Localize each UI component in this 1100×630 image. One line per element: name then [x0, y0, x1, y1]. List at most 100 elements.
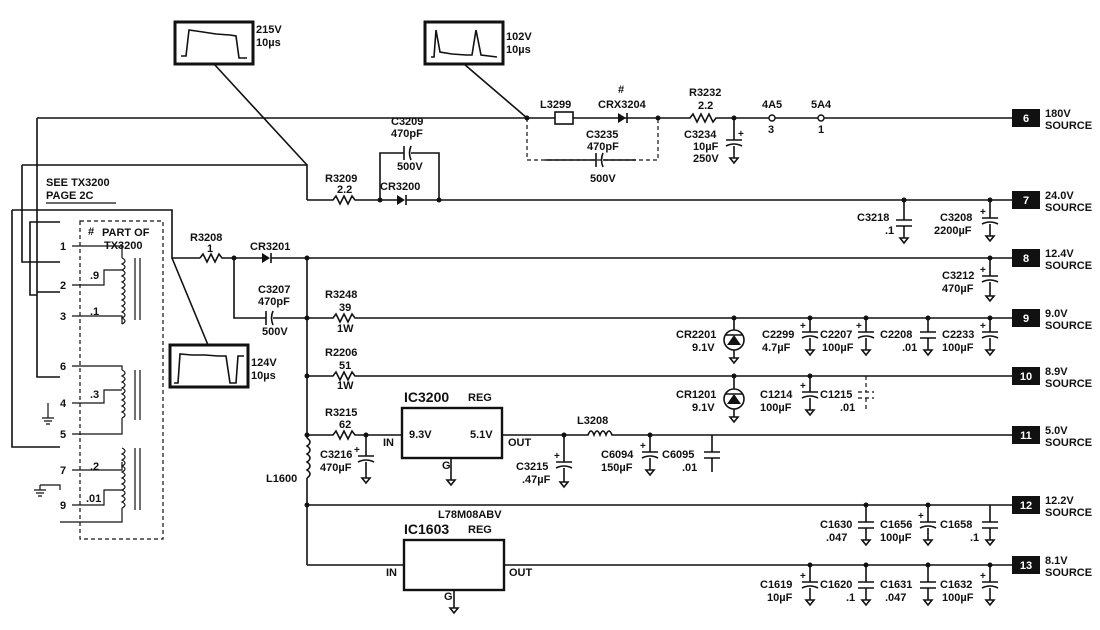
svg-text:+: + [918, 511, 924, 522]
svg-text:+: + [800, 571, 806, 582]
svg-text:470pF: 470pF [587, 141, 619, 153]
svg-text:100µF: 100µF [942, 592, 974, 604]
svg-text:L3299: L3299 [540, 99, 571, 111]
svg-text:5A4: 5A4 [811, 99, 832, 111]
svg-text:4: 4 [60, 398, 67, 410]
IC1603-box [402, 538, 506, 592]
svg-text:R3209: R3209 [325, 173, 357, 185]
svg-text:2.2: 2.2 [698, 100, 713, 112]
svg-text:IN: IN [386, 567, 397, 579]
line-8-9v: R2206 51 1W CR1201 9.1V + C1214 100µF C1… [304, 347, 1012, 424]
svg-text:+: + [800, 381, 806, 392]
svg-text:3: 3 [60, 311, 66, 323]
source-12-number: 12 [1020, 500, 1032, 512]
svg-text:+: + [640, 441, 646, 452]
source-6-voltage: 180V [1045, 108, 1071, 120]
svg-text:150µF: 150µF [601, 462, 633, 474]
svg-text:9.3V: 9.3V [409, 429, 432, 441]
svg-text:C3209: C3209 [391, 116, 423, 128]
svg-text:+: + [980, 321, 986, 332]
svg-text:100µF: 100µF [942, 342, 974, 354]
svg-text:C3234: C3234 [684, 129, 717, 141]
L3299-coil [554, 111, 574, 125]
svg-text:6: 6 [60, 361, 66, 373]
source-7-voltage: 24.0V [1045, 190, 1074, 202]
svg-text:+: + [554, 451, 560, 462]
scope-215v-time: 10µs [256, 37, 281, 49]
svg-text:CR2201: CR2201 [676, 329, 716, 341]
tx-name: TX3200 [104, 240, 143, 252]
svg-text:CR3200: CR3200 [380, 181, 420, 193]
svg-text:1W: 1W [337, 380, 354, 392]
svg-text:+: + [980, 571, 986, 582]
line-180v: L3299 # CRX3204 R3232 2.2 4A5 3 5A4 1 C3… [524, 84, 1012, 185]
source-11-number: 11 [1020, 430, 1032, 442]
svg-text:.01: .01 [840, 402, 855, 414]
svg-text:REG: REG [468, 392, 492, 404]
source-13-number: 13 [1020, 560, 1032, 572]
source-10-label: SOURCE [1045, 378, 1092, 390]
svg-text:.1: .1 [885, 225, 894, 237]
svg-text:500V: 500V [397, 161, 423, 173]
svg-text:L78M08ABV: L78M08ABV [438, 509, 502, 521]
svg-text:100µF: 100µF [760, 402, 792, 414]
svg-text:C3218: C3218 [857, 212, 889, 224]
svg-text:1: 1 [818, 124, 824, 136]
svg-text:.01: .01 [902, 342, 917, 354]
svg-text:IC1603: IC1603 [404, 521, 449, 537]
svg-text:51: 51 [339, 360, 351, 372]
svg-text:1W: 1W [337, 323, 354, 335]
source-6-box [1012, 109, 1040, 127]
svg-text:C3208: C3208 [940, 212, 972, 224]
svg-text:.1: .1 [90, 306, 99, 318]
scope-124v-time: 10µs [251, 370, 276, 382]
svg-text:.1: .1 [970, 532, 979, 544]
svg-text:C2208: C2208 [880, 329, 912, 341]
svg-text:+: + [800, 321, 806, 332]
source-12-voltage: 12.2V [1045, 495, 1074, 507]
CR3200-diode [397, 195, 405, 205]
svg-text:1: 1 [207, 243, 213, 255]
svg-text:62: 62 [339, 419, 351, 431]
svg-text:250V: 250V [693, 153, 719, 165]
source-10-box [1012, 367, 1040, 385]
source-8-label: SOURCE [1045, 260, 1092, 272]
svg-text:.047: .047 [885, 592, 906, 604]
svg-text:C3215: C3215 [516, 461, 548, 473]
source-7-box [1012, 191, 1040, 209]
svg-text:100µF: 100µF [880, 532, 912, 544]
svg-text:R3232: R3232 [689, 87, 721, 99]
svg-text:+: + [980, 207, 986, 218]
scope-215v: 215V 10µs [173, 20, 282, 66]
svg-text:.9: .9 [90, 270, 99, 282]
svg-text:470µF: 470µF [320, 462, 352, 474]
line-8-1v: IC1603 REG L78M08ABV IN OUT G + C1619 10… [307, 509, 1012, 615]
svg-text:C2207: C2207 [820, 329, 852, 341]
tx-part-of: PART OF [102, 227, 150, 239]
svg-text:C3207: C3207 [258, 284, 290, 296]
scope-124v: 124V 10µs [168, 343, 277, 389]
L1600-coil [305, 437, 311, 479]
svg-text:2200µF: 2200µF [934, 225, 972, 237]
see-tx-note-1: SEE TX3200 [46, 177, 110, 189]
svg-text:CR3201: CR3201 [250, 241, 290, 253]
svg-text:.01: .01 [682, 462, 697, 474]
svg-text:G: G [442, 460, 451, 472]
svg-text:2: 2 [60, 280, 66, 292]
svg-text:10µF: 10µF [693, 141, 719, 153]
IC3200-box [400, 406, 504, 460]
source-9-box [1012, 309, 1040, 327]
svg-text:C3212: C3212 [942, 270, 974, 282]
svg-text:C3235: C3235 [586, 129, 618, 141]
source-6-label: SOURCE [1045, 120, 1092, 132]
scope-124v-voltage: 124V [251, 357, 277, 369]
CRX3204-diode [618, 113, 626, 123]
svg-text:R3248: R3248 [325, 289, 357, 301]
svg-text:C1630: C1630 [820, 519, 852, 531]
svg-text:4A5: 4A5 [762, 99, 782, 111]
svg-text:500V: 500V [262, 326, 288, 338]
svg-text:2.2: 2.2 [337, 184, 352, 196]
